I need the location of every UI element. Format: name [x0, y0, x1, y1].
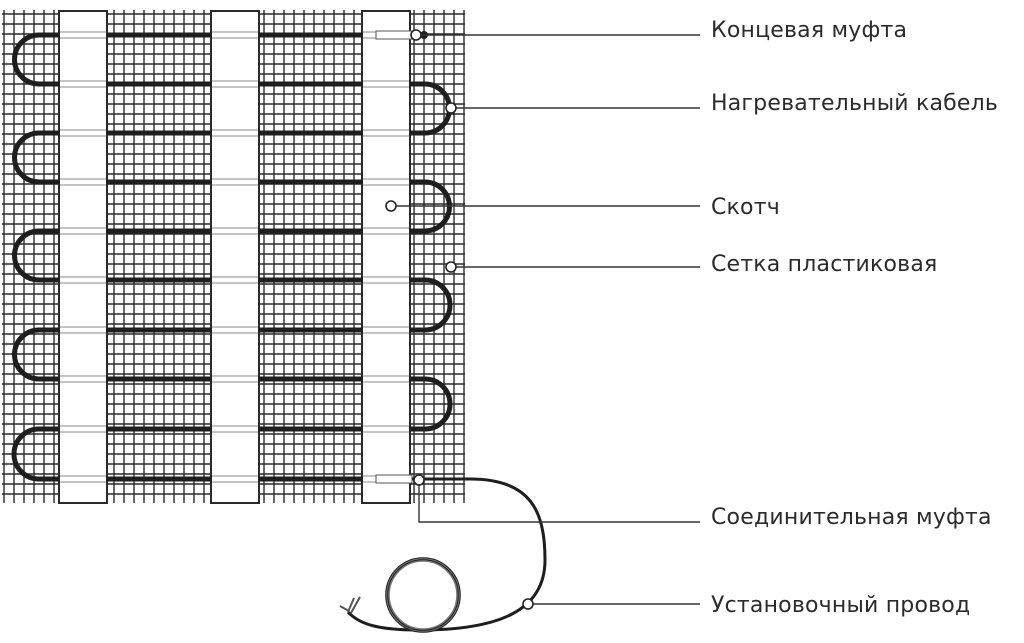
cable-loop-left: [12, 32, 59, 87]
cable-under-tape: [212, 376, 258, 382]
cable-under-tape: [363, 327, 409, 333]
tape-strip: [210, 10, 260, 504]
cable-under-tape: [363, 426, 409, 432]
cable-loop-right: [410, 277, 453, 333]
label-heating-cable: Нагревательный кабель: [711, 91, 999, 116]
installation-wire: [339, 477, 547, 633]
cable-under-tape: [363, 130, 409, 136]
cable-under-tape: [60, 81, 106, 87]
cable-under-tape: [212, 81, 258, 87]
callout-circle: [445, 102, 457, 114]
cable-loop-left: [11, 426, 59, 482]
cable-under-tape: [60, 277, 106, 283]
cable-under-tape: [363, 277, 409, 283]
cable-under-tape: [60, 476, 106, 482]
wire-end: [347, 597, 355, 613]
callout-circle: [413, 474, 425, 486]
label-connecting-coupling: Соединительная муфта: [711, 505, 992, 530]
label-tape: Скотч: [711, 195, 780, 220]
label-end-coupling: Концевая муфта: [711, 18, 908, 43]
coupling-sleeve: [375, 30, 413, 40]
cable-under-tape: [60, 426, 106, 432]
wire-coil-ring: [386, 558, 460, 632]
cable-under-tape: [212, 426, 258, 432]
installation-wire-path: [346, 477, 547, 632]
cable-under-tape: [212, 228, 258, 234]
label-plastic-mesh: Сетка пластиковая: [711, 252, 938, 277]
wire-end: [339, 605, 350, 612]
cable-under-tape: [212, 277, 258, 283]
leader-lines: [385, 29, 700, 610]
callout-circle: [410, 29, 422, 41]
wire-end: [350, 596, 361, 614]
cable-under-tape: [60, 228, 106, 234]
cable-under-tape: [60, 376, 106, 382]
cable-loop-right: [410, 376, 453, 432]
callout-circle: [522, 598, 534, 610]
wire-coil-ring: [387, 559, 459, 631]
cable-under-tape: [363, 376, 409, 382]
tape-strip: [361, 10, 411, 504]
tape-strips: [58, 10, 411, 504]
cable-under-tape: [363, 81, 409, 87]
heating-cable: [11, 31, 453, 483]
cable-loop-left: [12, 130, 59, 185]
tape-strip: [58, 10, 108, 504]
cable-under-tape: [60, 327, 106, 333]
callout-circle: [445, 261, 457, 273]
leader-connecting-coupling: [418, 480, 700, 523]
wire-coil-ring: [388, 560, 458, 630]
cable-under-tape: [60, 32, 106, 38]
cable-loop-left: [12, 327, 59, 382]
wire-coil-ring: [385, 557, 461, 633]
cable-under-tape: [212, 130, 258, 136]
callout-circle: [385, 200, 397, 212]
cable-under-tape: [60, 130, 106, 136]
coupling-sleeve: [375, 474, 413, 484]
cable-under-tape: [363, 179, 409, 185]
cable-under-tape: [212, 327, 258, 333]
cable-under-tape: [60, 179, 106, 185]
cable-under-tape: [212, 476, 258, 482]
label-installation-wire: Установочный провод: [711, 593, 971, 618]
cable-under-tape: [212, 32, 258, 38]
cable-loop-left: [12, 228, 59, 283]
cable-under-tape: [363, 228, 409, 234]
cable-under-tape: [212, 179, 258, 185]
